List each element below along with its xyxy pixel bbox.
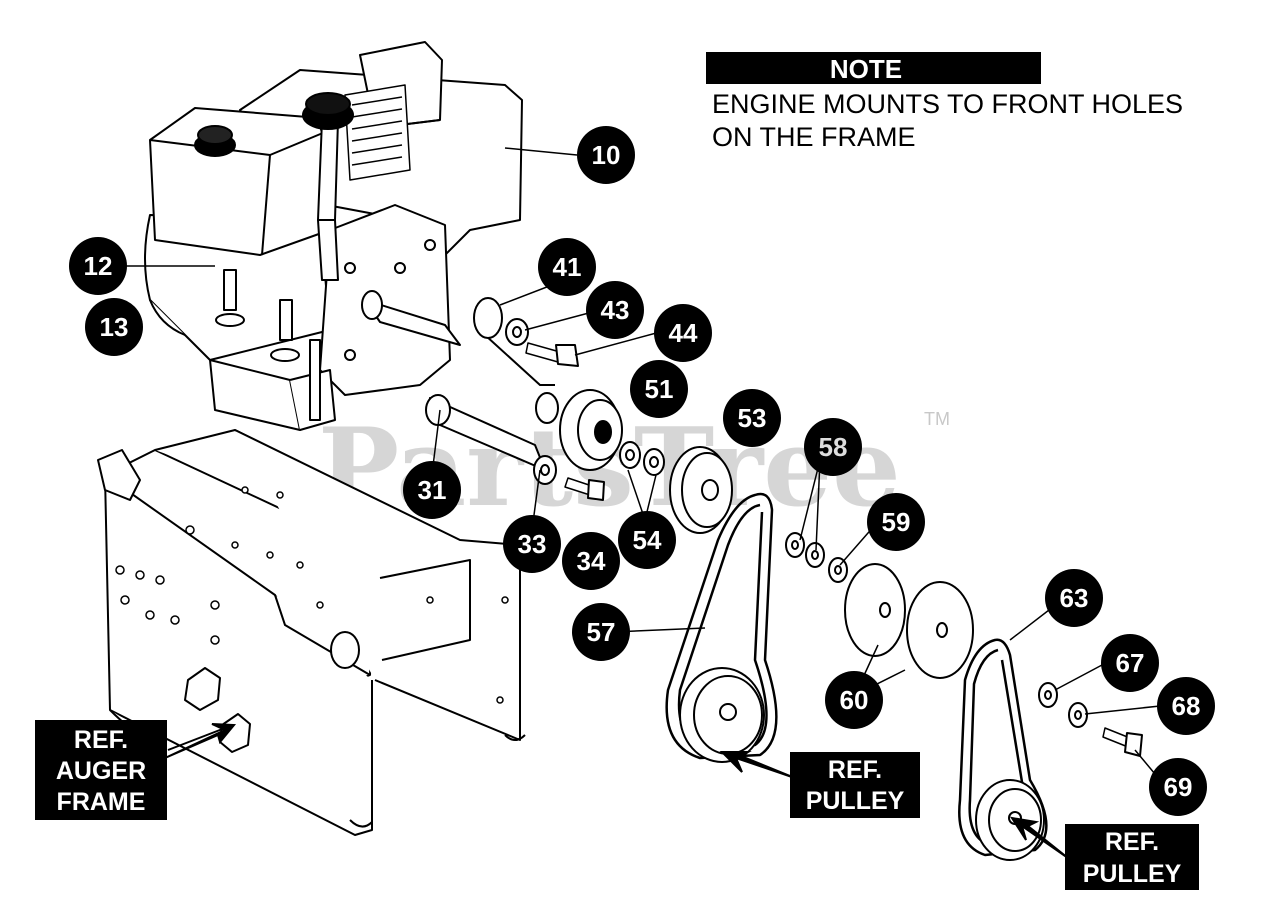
callout-54: 54 (618, 511, 676, 569)
svg-text:41: 41 (553, 252, 582, 282)
ref-label-pulley-1: REF. PULLEY (790, 752, 920, 818)
svg-text:33: 33 (518, 529, 547, 559)
svg-text:PULLEY: PULLEY (806, 787, 905, 815)
svg-text:69: 69 (1164, 772, 1193, 802)
svg-text:53: 53 (738, 403, 767, 433)
hardware-drawing (425, 297, 1143, 757)
svg-text:67: 67 (1116, 648, 1145, 678)
svg-text:54: 54 (633, 525, 662, 555)
svg-text:FRAME: FRAME (57, 788, 146, 816)
svg-text:31: 31 (418, 475, 447, 505)
callout-57: 57 (572, 603, 630, 661)
callout-34: 34 (562, 532, 620, 590)
watermark-tm: TM (924, 409, 950, 429)
svg-text:REF.: REF. (1105, 828, 1159, 856)
svg-text:58: 58 (819, 432, 848, 462)
callout-43: 43 (586, 281, 644, 339)
engine-drawing (144, 41, 523, 431)
svg-text:57: 57 (587, 617, 616, 647)
callout-13: 13 (85, 298, 143, 356)
callout-69: 69 (1149, 758, 1207, 816)
svg-text:REF.: REF. (828, 756, 882, 784)
note-box: NOTE ENGINE MOUNTS TO FRONT HOLES ON THE… (706, 52, 1183, 152)
callout-31: 31 (403, 461, 461, 519)
note-line-2: ON THE FRAME (712, 122, 916, 152)
svg-text:68: 68 (1172, 691, 1201, 721)
callout-44: 44 (654, 304, 712, 362)
svg-text:34: 34 (577, 546, 606, 576)
svg-text:44: 44 (669, 318, 698, 348)
callout-59: 59 (867, 493, 925, 551)
callout-63: 63 (1045, 569, 1103, 627)
svg-text:10: 10 (592, 140, 621, 170)
svg-text:AUGER: AUGER (56, 757, 146, 785)
ref-label-auger-frame: REF. AUGER FRAME (35, 720, 167, 820)
note-heading: NOTE (830, 54, 902, 84)
svg-text:60: 60 (840, 685, 869, 715)
ref-arrows (164, 723, 1069, 859)
callout-67: 67 (1101, 634, 1159, 692)
callout-51: 51 (630, 360, 688, 418)
callout-41: 41 (538, 238, 596, 296)
callout-33: 33 (503, 515, 561, 573)
callout-60: 60 (825, 671, 883, 729)
callout-68: 68 (1157, 677, 1215, 735)
svg-text:13: 13 (100, 312, 129, 342)
svg-text:59: 59 (882, 507, 911, 537)
svg-text:PULLEY: PULLEY (1083, 860, 1182, 888)
callout-10: 10 (577, 126, 635, 184)
svg-text:51: 51 (645, 374, 674, 404)
pulleys-drawing (679, 667, 1045, 861)
svg-text:REF.: REF. (74, 726, 128, 754)
note-line-1: ENGINE MOUNTS TO FRONT HOLES (712, 89, 1183, 119)
callout-58: 58 (804, 418, 862, 476)
svg-text:63: 63 (1060, 583, 1089, 613)
svg-text:12: 12 (84, 251, 113, 281)
ref-label-pulley-2: REF. PULLEY (1065, 824, 1199, 890)
svg-text:43: 43 (601, 295, 630, 325)
auger-frame-drawing (97, 429, 526, 836)
callout-12: 12 (69, 237, 127, 295)
callout-53: 53 (723, 389, 781, 447)
